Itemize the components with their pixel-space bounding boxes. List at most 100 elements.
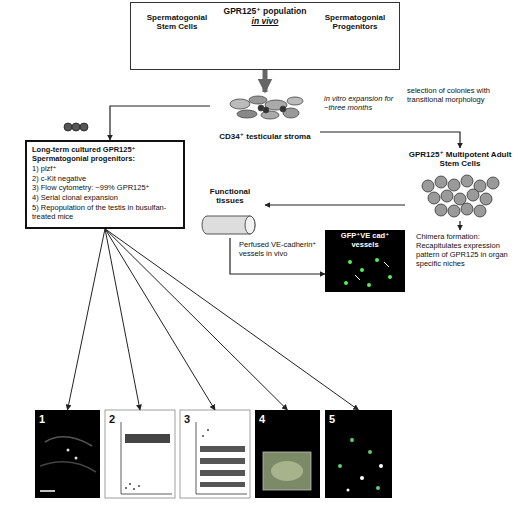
stroma-cell (230, 99, 250, 109)
panel-number: 4 (259, 413, 265, 426)
tubule-section (271, 461, 303, 481)
tissue-outline (40, 462, 96, 472)
chimera-arrow (459, 221, 460, 230)
population-band (200, 458, 245, 464)
stained-cell (67, 449, 70, 452)
event-dot (207, 429, 209, 431)
panel-number: 2 (109, 413, 115, 426)
culture-text: 1) plzf⁺ (32, 165, 56, 174)
stained-cell (350, 438, 354, 442)
cultured-cell (80, 123, 88, 131)
cluster-cell (441, 190, 453, 202)
flow-plot-panel: 2 (105, 410, 175, 498)
cluster-cell (422, 180, 434, 192)
stained-cell (347, 489, 350, 492)
stroma-group: CD34⁺ testicular stroma (210, 92, 320, 142)
process-note: Chimera formation: Recapitulates express… (416, 232, 514, 268)
colony-cell (280, 106, 286, 112)
micrograph-panel: 5 (325, 410, 392, 498)
population-band (200, 470, 245, 476)
cell-label: Spermatogonial Progenitors (315, 13, 395, 32)
cultured-cell (72, 123, 80, 131)
population-band (125, 434, 170, 443)
colony-cell (263, 107, 269, 113)
vessel-signal (367, 283, 371, 287)
vessel-signal (348, 260, 352, 264)
micrograph-panel: 4 (255, 410, 320, 498)
culture-text: Long-term cultured GPR125⁺ Spermatogonia… (32, 146, 178, 164)
connector (320, 132, 460, 148)
connector (105, 229, 215, 410)
micrograph-ground (255, 410, 320, 498)
culture-text: 5) Repopulation of the testis in busulfa… (32, 204, 178, 222)
stained-cell (376, 486, 380, 490)
plot-ground (180, 410, 250, 498)
vessel-signal (375, 258, 379, 262)
event-dot (133, 488, 135, 490)
vessel-panel-art (325, 230, 405, 292)
heading-text: in vivo (252, 16, 279, 26)
culture-box: Long-term cultured GPR125⁺ Spermatogonia… (25, 140, 185, 229)
cluster-cell (480, 193, 492, 205)
population-box: GPR125⁺ populationin vivo Spermatogonial … (130, 2, 400, 70)
vessel-signal (344, 281, 348, 285)
cluster-cell (487, 177, 499, 189)
stained-cell (75, 457, 78, 460)
scale-bar (40, 490, 55, 492)
vessel-signal (388, 275, 392, 279)
edge-label: Perfused VE-cadherin⁺ vessels in vivo (238, 240, 323, 258)
panel-1-art (35, 410, 100, 498)
vessel-tube-art (202, 216, 255, 234)
plot-axes (121, 422, 172, 494)
panel-caption: GFP⁺VE cad⁺ vessels (328, 232, 402, 250)
stained-cell (338, 464, 342, 468)
event-dot (138, 485, 140, 487)
panel-5-art (325, 410, 392, 498)
cluster-cell (448, 179, 460, 191)
tissue-outline (45, 437, 92, 446)
population-band (200, 482, 245, 487)
connector (230, 238, 325, 274)
panel-2-art (105, 410, 175, 498)
progenitor-group: Spermatogonial Progenitors (313, 11, 397, 67)
event-dot (125, 487, 127, 489)
cluster-cell (448, 205, 460, 217)
stained-cell (368, 450, 372, 454)
pointer-arrow (384, 262, 389, 267)
vessel-lumen (245, 216, 255, 234)
panel-number: 3 (184, 413, 190, 426)
edge-label: selection of colonies with transitional … (406, 86, 514, 104)
culture-text: 2) c-Kit negative (32, 175, 86, 184)
cluster-cell (428, 192, 440, 204)
connector (105, 229, 140, 410)
stem-cell-cluster: GPR125⁺ Multipotent Adult Stem Cells (405, 148, 515, 220)
stem-cell-group: Spermatogonial Stem Cells (135, 11, 219, 67)
pointer-arrow (355, 275, 360, 280)
culture-text: 4) Serial clonal expansion (32, 194, 118, 203)
heading-text: GPR125⁺ population (224, 6, 307, 16)
event-dot (129, 483, 131, 485)
micrograph-ground (325, 410, 392, 498)
stroma-cells (230, 96, 303, 119)
cluster-cell (461, 175, 473, 187)
connector (265, 204, 405, 205)
cell-label: CD34⁺ testicular stroma (219, 132, 310, 141)
micrograph-ground (35, 410, 100, 498)
event-dot (202, 435, 204, 437)
process-note: in vitro expansion for ~three months (324, 94, 404, 112)
panel-4-art (255, 410, 320, 498)
stroma-cell (287, 97, 303, 105)
cell-label: GPR125⁺ Multipotent Adult Stem Cells (407, 150, 513, 169)
connector (110, 106, 210, 140)
stroma-cell (249, 96, 267, 104)
plot-ground (105, 410, 175, 498)
cluster-cell (461, 203, 473, 215)
stroma-cell (237, 110, 257, 118)
vessel-tube (202, 216, 255, 234)
connector (105, 229, 359, 410)
micrograph-panel: 1 (35, 410, 100, 498)
culture-text: 3) Flow cytometry: ~99% GPR125⁺ (32, 184, 150, 193)
tubule-inset (263, 452, 311, 490)
stained-cell (360, 476, 364, 480)
cluster-cell (474, 205, 486, 217)
